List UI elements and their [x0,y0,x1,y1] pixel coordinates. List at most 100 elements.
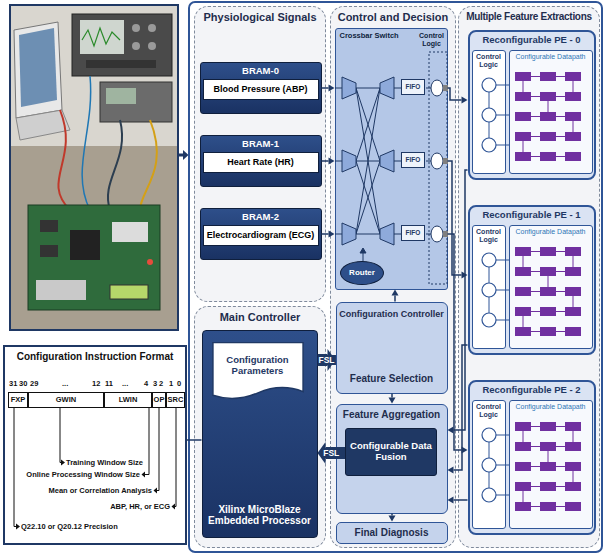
connector-line [454,170,468,430]
node-text: GWIN [56,396,76,405]
fifo-buffer: FIFO [401,79,425,95]
connector [322,158,335,165]
node-text: FIFO [406,156,421,163]
node-text: SRC [168,396,184,405]
memory-block: BRAM-1Heart Rate (HR) [200,135,322,187]
bit-number: 31 [9,379,17,388]
node-text: Router [349,268,375,277]
node-text: Reconfigurable PE - 1 [482,210,580,221]
connector [448,170,468,434]
connector [389,394,396,404]
field-annotation: Mean or Correlation Analysis [49,486,153,495]
bus-label: FSL [317,355,335,365]
connector-line [454,499,468,501]
node-text: BRAM-2 [242,212,279,223]
bit-field: GWIN [28,392,104,408]
node-text: Control and Decision [338,11,449,24]
node-text: Blood Pressure (ABP) [203,79,319,99]
bus-label: FSL [322,448,340,458]
field-leaders [14,408,176,527]
connector-line [322,87,329,89]
node-text: Final Diagnosis [355,527,429,539]
label-holder: 2 [159,379,163,388]
label-holder: Online Processing Window Size [26,470,140,479]
field-annotation: Online Processing Window Size [26,470,140,479]
bit-number: 12 [92,379,100,388]
photo-arrowhead [183,150,189,160]
group-panel: Main ControllerXilinx MicroBlaze Embedde… [194,306,326,548]
node-text: Configurable Data Fusion [348,441,434,463]
label-holder: 1 [169,379,173,388]
bit-number: 11 [105,379,113,388]
node-text: Electrocardiogram (ECG) [203,225,319,245]
field-annotation: Training Window Size [66,458,143,467]
field-annotation: Q22.10 or Q20.12 Precision [21,522,118,531]
arrowhead [462,97,468,104]
connector-line [448,234,462,450]
bit-field: SRC [166,392,185,408]
document-box: Configuration Parameters [212,342,304,404]
fusion-box: Configurable Data Fusion [345,428,437,476]
leader-heads [16,460,175,530]
label-holder: 31 [9,379,17,388]
bit-field: OP [152,392,166,408]
label-holder: 12 [92,379,100,388]
bit-number: ... [62,379,68,388]
arrowhead [329,231,335,238]
processing-element: Reconfigurable PE - 2Control LogicConfig… [468,380,596,535]
node-text: Xilinx MicroBlaze Embedded Processor [206,504,314,527]
label-holder: ... [122,379,128,388]
node-text: Configurable Datapath [515,403,585,411]
label-holder: Mean or Correlation Analysis [49,486,153,495]
bit-number: 3 [153,379,157,388]
node-text: Configuration Controller [339,309,444,319]
connector [322,231,335,238]
label-holder: Training Window Size [66,458,143,467]
connector-line [322,160,329,162]
node-text: Feature Selection [350,373,433,385]
arrowhead [329,85,335,92]
node-text: Crossbar Switch [340,32,399,41]
pe-internals [482,72,581,161]
node-text: Control Logic [473,403,505,419]
node-text: BRAM-0 [242,66,279,77]
pe-internals [482,247,581,336]
node-text: FXP [11,396,26,405]
label-holder: 29 [30,379,38,388]
bit-field: LWIN [104,392,152,408]
crossbar-fabric [335,52,447,284]
node-text: Configurable Datapath [515,228,585,236]
arrowhead [389,398,396,404]
bit-number: 30 [19,379,27,388]
connector [448,345,468,474]
bit-number: ... [122,379,128,388]
router-ellipse: Router [340,261,384,285]
label-holder: 4 [144,379,148,388]
connector-line [454,345,468,470]
bit-number: 4 [144,379,148,388]
connector [187,440,202,441]
processor-block: Xilinx MicroBlaze Embedded Processor Conf… [202,330,318,538]
port-squares [443,85,448,237]
group-panel: Physiological SignalsBRAM-0Blood Pressur… [194,6,326,302]
connector-line [322,233,329,235]
controller-box: Configuration ControllerFeature Selectio… [336,302,448,394]
connector [389,514,396,522]
bit-number: 2 [159,379,163,388]
node-text: Control Logic [418,32,446,48]
label-holder: 3 [153,379,157,388]
connector-line [187,439,202,441]
node-text: FIFO [406,83,421,90]
label-holder: 11 [105,379,113,388]
connector [322,85,335,92]
label-holder: FSL [322,448,340,458]
node-text: FIFO [406,229,421,236]
arrowhead [389,516,396,522]
bit-number: 0 [177,379,181,388]
node-text: Multiple Feature Extractions [466,11,592,23]
pe-internals [482,422,581,511]
label-holder: Q22.10 or Q20.12 Precision [21,522,118,531]
connector [448,88,468,104]
diagnosis-box: Final Diagnosis [336,522,448,544]
label-holder: ABP, HR, or ECG [110,502,170,511]
